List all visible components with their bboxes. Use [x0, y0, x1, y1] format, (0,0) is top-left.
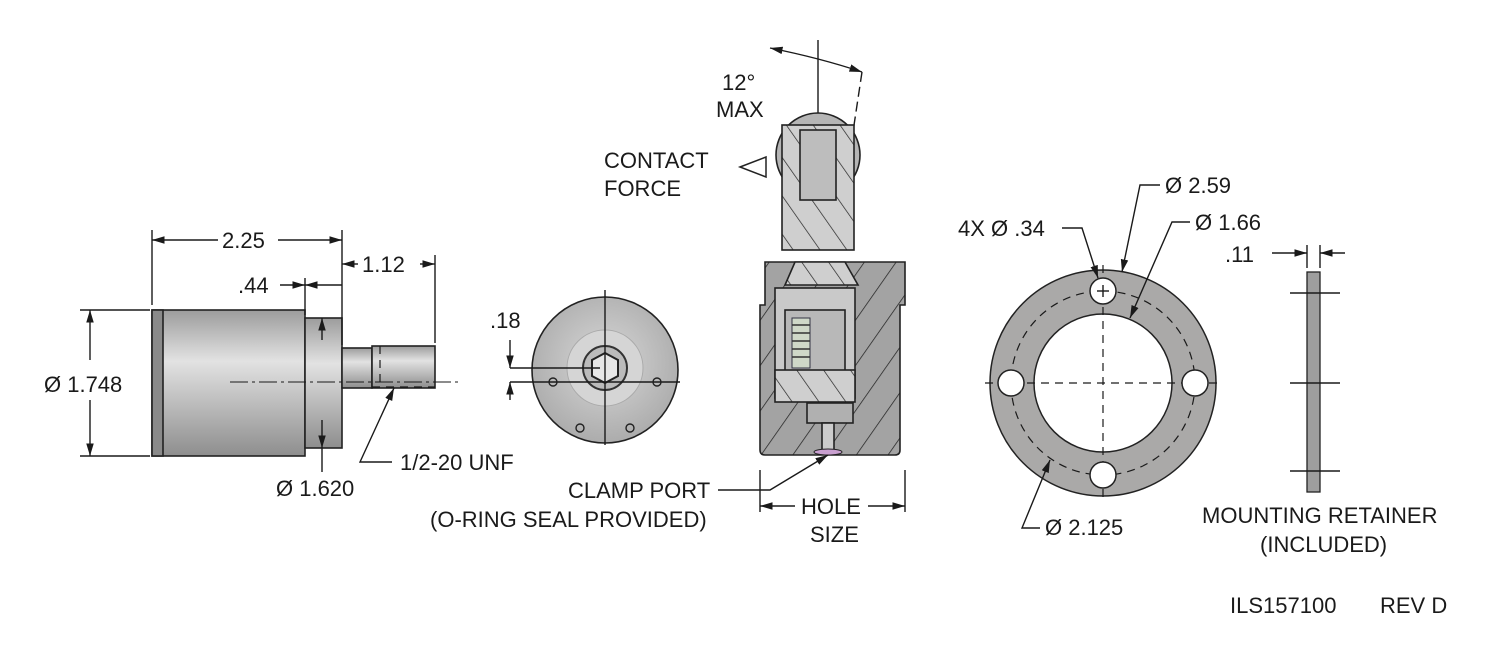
- revision: REV D: [1380, 593, 1447, 618]
- retainer-label-1: MOUNTING RETAINER: [1202, 503, 1437, 528]
- dim-flange: .44: [238, 273, 269, 298]
- dim-offset: .18: [490, 308, 521, 333]
- mounting-holes: [997, 277, 1209, 489]
- holes-callout: 4X Ø .34: [958, 216, 1045, 241]
- dim-body-diameter: Ø 1.748: [44, 372, 122, 397]
- shaft: [341, 347, 373, 389]
- clamp-port-label: CLAMP PORT: [568, 478, 710, 503]
- front-view: .18: [490, 290, 680, 445]
- outer-diameter: Ø 2.59: [1165, 173, 1231, 198]
- retainer-label-2: (INCLUDED): [1260, 532, 1387, 557]
- contact-label-2: FORCE: [604, 176, 681, 201]
- retainer-edge-view: [1306, 271, 1321, 493]
- clamp-port-note: (O-RING SEAL PROVIDED): [430, 507, 707, 532]
- flange: [304, 317, 343, 449]
- angle-note: MAX: [716, 97, 764, 122]
- inner-diameter: Ø 1.66: [1195, 210, 1261, 235]
- part-number: ILS157100: [1230, 593, 1336, 618]
- bolt-circle-diameter: Ø 2.125: [1045, 515, 1123, 540]
- body-cylinder: [151, 309, 306, 457]
- dim-length: 2.25: [222, 228, 265, 253]
- section-view: 12° MAX CONTACT FORCE HOLE SIZE CLAMP: [430, 40, 906, 547]
- retainer-view: 4X Ø .34 Ø 2.59 Ø 1.66 Ø 2.125 .11 MOUNT…: [958, 173, 1437, 557]
- dim-shaft: 1.12: [362, 252, 405, 277]
- contact-label-1: CONTACT: [604, 148, 709, 173]
- dim-flange-diameter: Ø 1.620: [276, 476, 354, 501]
- angle-label: 12°: [722, 70, 755, 95]
- side-view: 2.25 .44 1.12 Ø 1.748 Ø 1.620 1/2-20 UNF: [44, 228, 514, 501]
- thickness-dim: .11: [1225, 242, 1254, 267]
- body-band: [151, 309, 164, 457]
- hole-size-label-2: SIZE: [810, 522, 859, 547]
- thread-callout: 1/2-20 UNF: [400, 450, 514, 475]
- threaded-end: [371, 345, 436, 389]
- hole-size-label-1: HOLE: [801, 494, 861, 519]
